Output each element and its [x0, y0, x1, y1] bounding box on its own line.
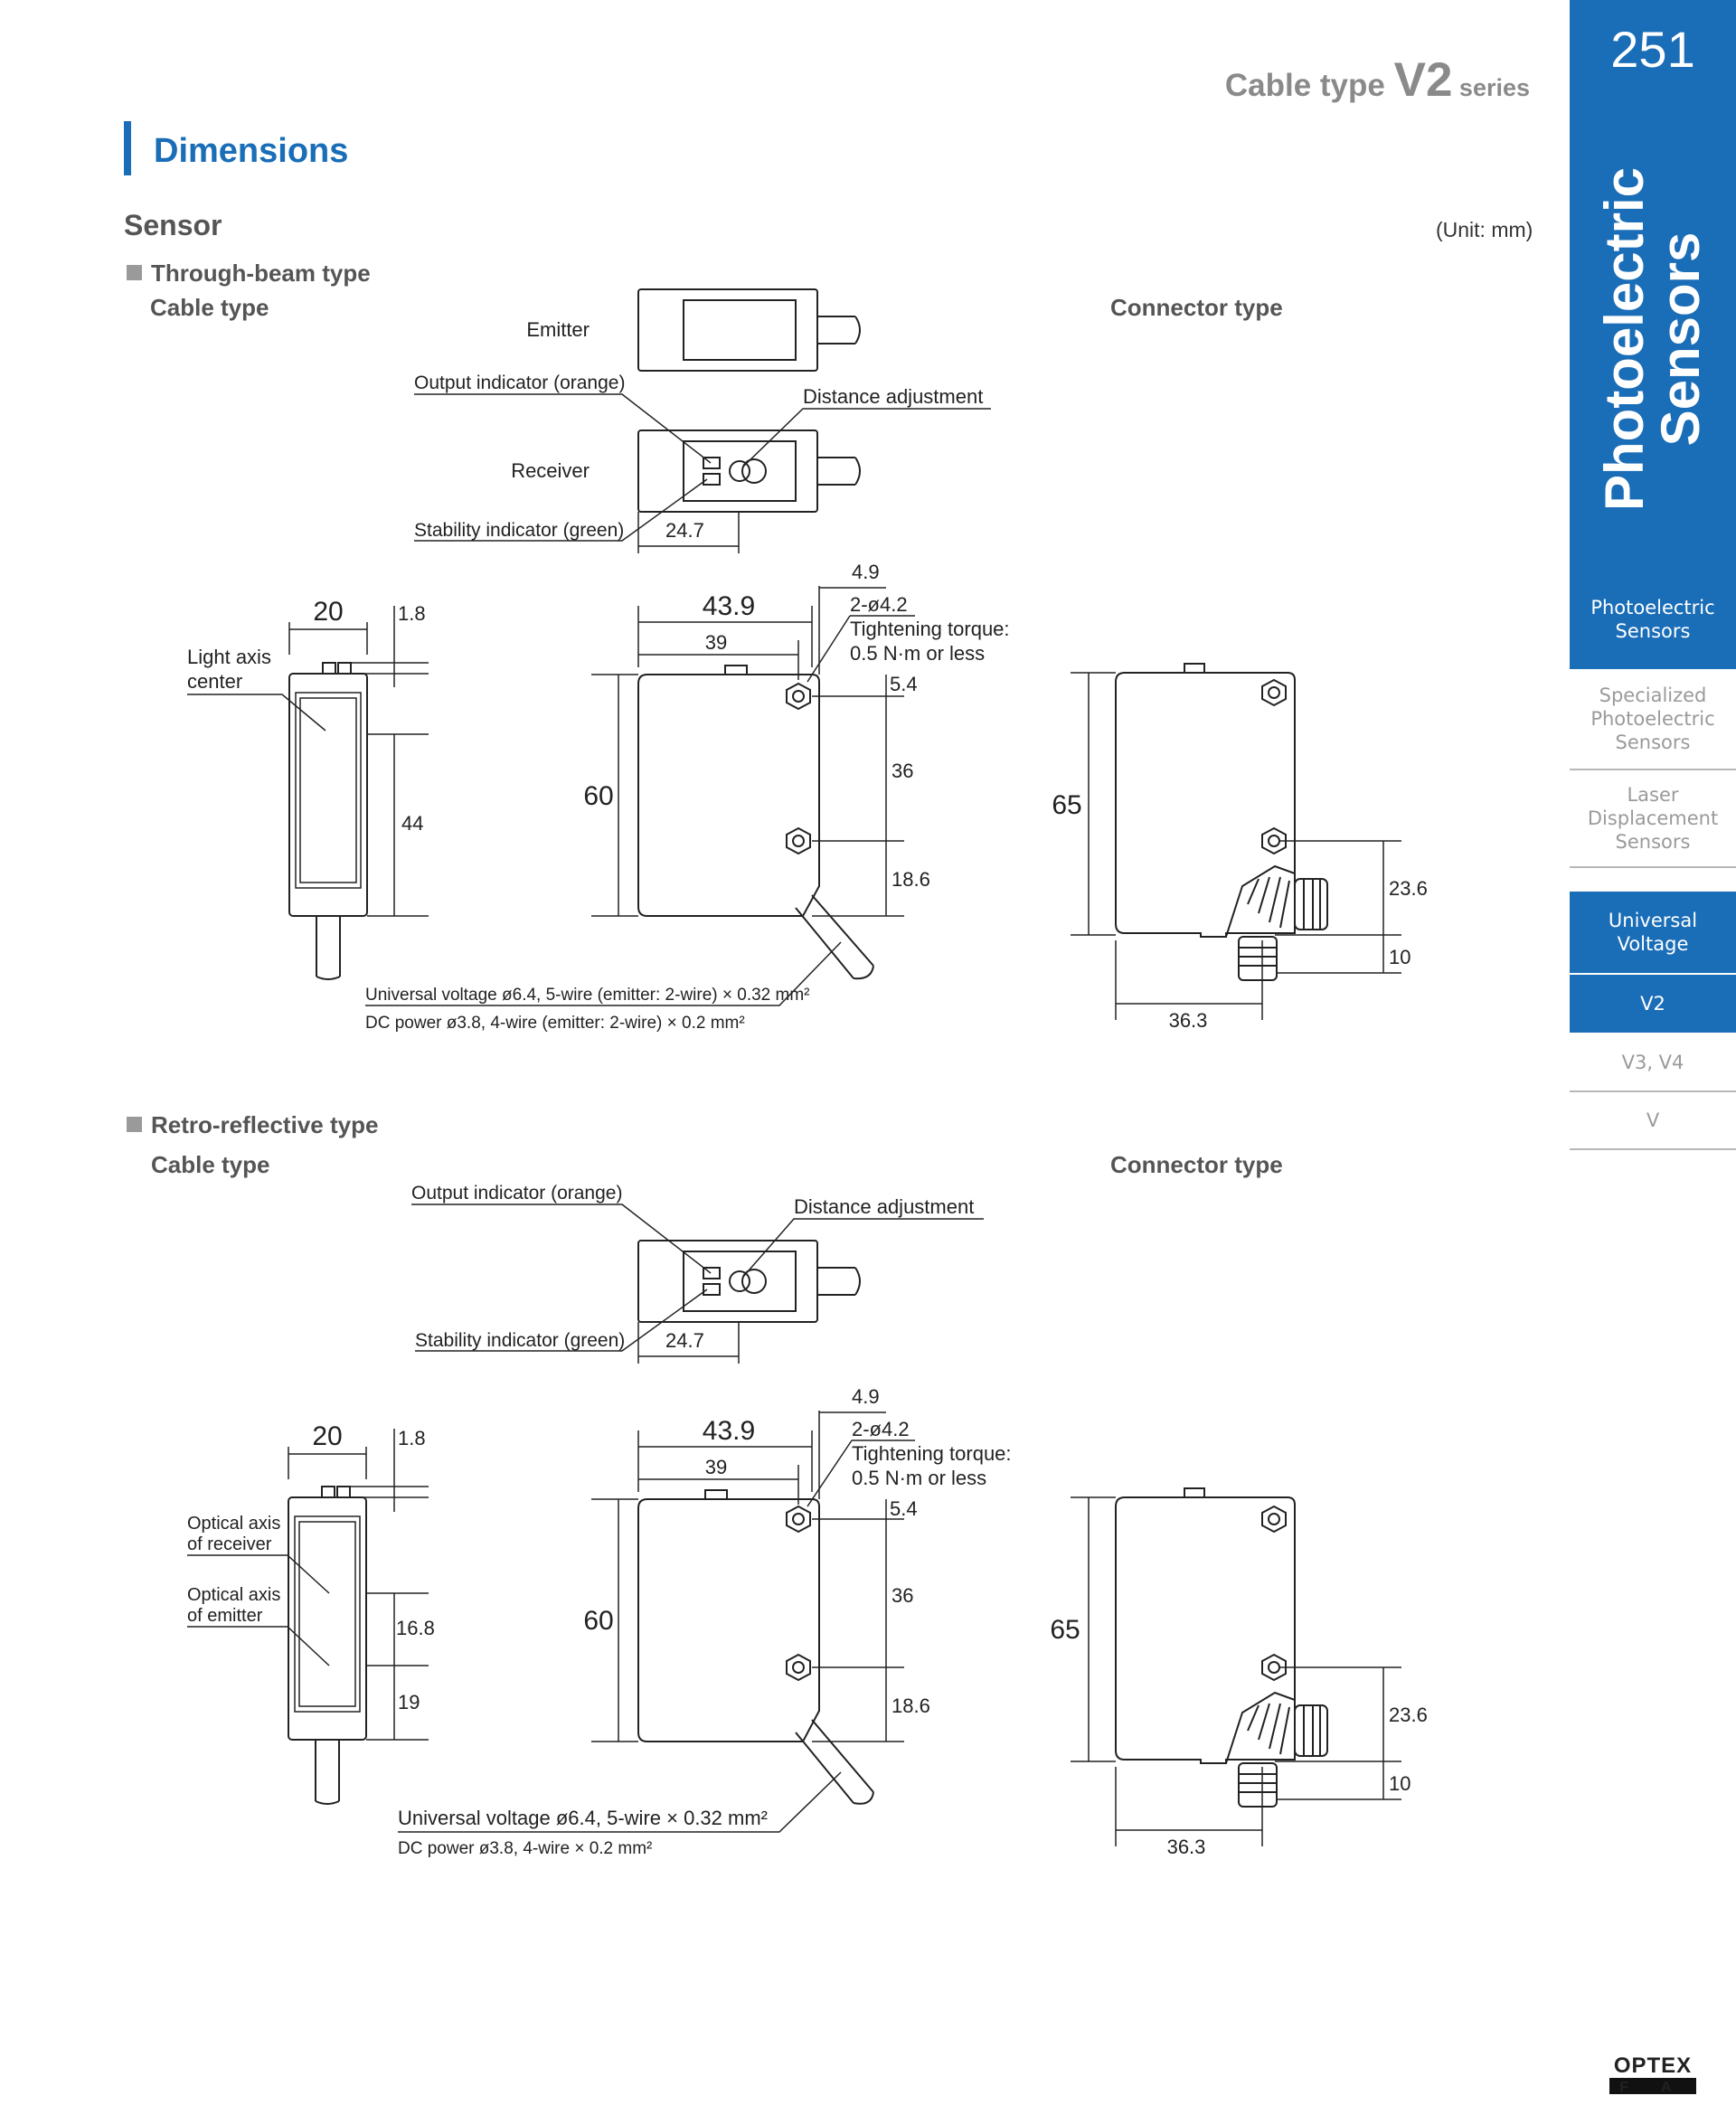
retro-dim-60: 60	[583, 1606, 613, 1636]
side-nav-divider	[1570, 769, 1736, 770]
retro-output-indicator-label: Output indicator (orange)	[411, 1183, 622, 1204]
retro-dim-65: 65	[1050, 1615, 1080, 1645]
retro-front-view	[637, 1489, 874, 1805]
section-title: Dimensions	[154, 132, 349, 170]
through-beam-connector-type-heading: Connector type	[1110, 294, 1283, 321]
retro-dim-18-6: 18.6	[892, 1694, 930, 1717]
retro-torque-line-1: Tightening torque:	[852, 1442, 1012, 1465]
cable-spec-1: Universal voltage ø6.4, 5-wire (emitter:…	[365, 986, 810, 1005]
dim-1-8: 1.8	[398, 602, 426, 625]
retro-dim-43-9: 43.9	[703, 1416, 755, 1446]
through-beam-front-view	[637, 665, 874, 980]
retro-dim-39: 39	[705, 1456, 727, 1478]
dim-23-6: 23.6	[1389, 877, 1428, 900]
torque-line-2: 0.5 N·m or less	[850, 642, 985, 665]
side-nav-divider	[1570, 1090, 1736, 1092]
retro-side-view	[288, 1486, 367, 1805]
emitter-label: Emitter	[526, 318, 590, 341]
retro-cable-type-heading: Cable type	[151, 1151, 270, 1178]
through-beam-side-view	[288, 662, 368, 980]
cable-spec-2: DC power ø3.8, 4-wire (emitter: 2-wire) …	[365, 1014, 745, 1033]
retro-dim-1-8: 1.8	[398, 1427, 426, 1449]
optical-receiver-label-1: Optical axis	[187, 1514, 280, 1534]
dim-43-9: 43.9	[703, 591, 755, 621]
svg-text:OPTEX: OPTEX	[1614, 2053, 1692, 2078]
dim-36: 36	[892, 760, 913, 782]
category-tab	[1570, 109, 1736, 570]
sensor-heading: Sensor	[124, 209, 222, 241]
dim-39: 39	[705, 631, 727, 654]
svg-text:F A: F A	[1619, 2080, 1685, 2095]
light-axis-label-1: Light axis	[187, 646, 271, 668]
dim-18-6: 18.6	[892, 868, 930, 891]
series-title: Cable type V2 series	[1224, 53, 1530, 107]
dim-4-9: 4.9	[852, 561, 880, 583]
retro-dim-36: 36	[892, 1584, 913, 1607]
dim-60: 60	[583, 781, 613, 811]
retro-distance-adjustment-label: Distance adjustment	[794, 1195, 974, 1218]
retro-top-view	[637, 1240, 861, 1323]
dim-10: 10	[1389, 946, 1410, 968]
through-beam-connector-view	[1115, 663, 1328, 981]
stability-indicator-label: Stability indicator (green)	[414, 520, 624, 541]
retro-connector-view	[1115, 1487, 1328, 1808]
optex-fa-logo: OPTEX F A	[1609, 2053, 1696, 2095]
retro-cable-spec-1: Universal voltage ø6.4, 5-wire × 0.32 mm…	[398, 1807, 768, 1829]
retro-dim-5-4: 5.4	[890, 1497, 918, 1520]
dim-24-7: 24.7	[665, 519, 704, 542]
light-axis-label-2: center	[187, 670, 242, 693]
distance-adjustment-label: Distance adjustment	[803, 385, 983, 408]
dim-5-4: 5.4	[890, 673, 918, 695]
through-beam-cable-type-heading: Cable type	[150, 294, 269, 321]
retro-dim-23-6: 23.6	[1389, 1704, 1428, 1726]
retro-torque-line-2: 0.5 N·m or less	[852, 1467, 986, 1489]
section-accent-bar	[124, 121, 131, 175]
dim-20: 20	[313, 597, 343, 627]
retro-dim-36-3: 36.3	[1167, 1836, 1206, 1858]
optical-receiver-label-2: of receiver	[187, 1534, 272, 1554]
retro-connector-type-heading: Connector type	[1110, 1151, 1283, 1178]
optical-emitter-label-2: of emitter	[187, 1606, 263, 1626]
side-nav-v2[interactable]: V2	[1570, 975, 1736, 1033]
optical-emitter-label-1: Optical axis	[187, 1585, 280, 1605]
side-nav-v[interactable]: V	[1646, 1109, 1660, 1131]
torque-line-1: Tightening torque:	[850, 618, 1010, 640]
dim-65: 65	[1052, 790, 1081, 820]
output-indicator-label: Output indicator (orange)	[414, 373, 625, 393]
page-number-block	[1570, 0, 1736, 109]
retro-dim-24-7: 24.7	[665, 1329, 704, 1352]
bullet-square-icon	[127, 265, 142, 280]
dim-44: 44	[401, 812, 423, 835]
side-nav-divider	[1570, 1148, 1736, 1150]
side-nav-v3-v4[interactable]: V3, V4	[1621, 1052, 1684, 1073]
receiver-top-view	[637, 430, 861, 513]
retro-dim-16-8: 16.8	[396, 1617, 435, 1639]
hole-spec: 2-ø4.2	[850, 593, 908, 616]
retro-cable-spec-2: DC power ø3.8, 4-wire × 0.2 mm²	[398, 1839, 652, 1858]
unit-note: (Unit: mm)	[1436, 218, 1533, 241]
bullet-square-icon	[127, 1117, 142, 1132]
retro-heading: Retro-reflective type	[127, 1111, 378, 1139]
retro-dim-19: 19	[398, 1691, 420, 1713]
retro-dim-20: 20	[312, 1421, 342, 1451]
page-number: 251	[1610, 21, 1695, 78]
retro-hole-spec: 2-ø4.2	[852, 1418, 910, 1440]
retro-dim-10: 10	[1389, 1772, 1410, 1795]
through-beam-heading: Through-beam type	[127, 260, 371, 288]
receiver-label: Receiver	[511, 459, 590, 482]
dimension-drawings: Emitter Receiver Output indicator (orang…	[187, 288, 1428, 1858]
side-nav-divider	[1570, 866, 1736, 868]
retro-stability-indicator-label: Stability indicator (green)	[415, 1330, 625, 1351]
dim-36-3: 36.3	[1169, 1009, 1208, 1032]
retro-dim-4-9: 4.9	[852, 1385, 880, 1408]
emitter-top-view	[637, 288, 861, 372]
